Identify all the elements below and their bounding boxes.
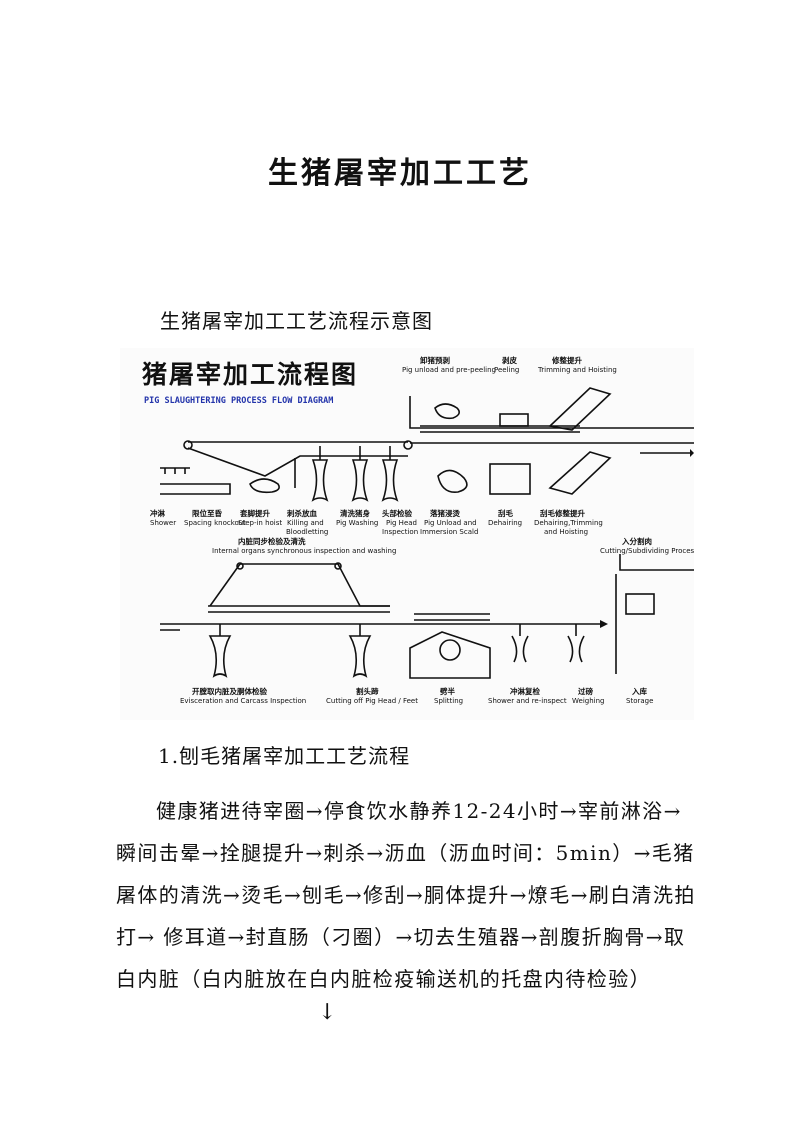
- exit-arrowhead: [690, 449, 694, 457]
- row2-top-label-cn-0: 内脏同步检验及清洗: [238, 536, 306, 546]
- top-label-cn-0: 卸猪预剥: [420, 355, 450, 365]
- row2-label-en-3: Shower and re-inspect: [488, 697, 567, 705]
- pulley-2: [403, 440, 413, 450]
- row1-label-en-7: Dehairing: [488, 519, 522, 527]
- split-carcass-2: [567, 624, 585, 663]
- row1-label-cn-4: 清洗猪身: [340, 508, 370, 518]
- row2-label-cn-3: 冲淋复检: [510, 686, 540, 696]
- row1-label-en-5: Pig Head: [386, 519, 417, 527]
- row2-label-cn-5: 入库: [631, 686, 647, 696]
- row1-label-en2-6: Immersion Scald: [420, 528, 478, 536]
- organ-conveyor-left: [209, 563, 241, 607]
- hanging-pig-1: [311, 446, 329, 502]
- conveyor-return-1: [187, 447, 408, 477]
- row1-label-en-4: Pig Washing: [336, 519, 378, 527]
- figure-caption: 生猪屠宰加工工艺流程示意图: [160, 309, 433, 333]
- organ-pulley-1: [236, 562, 244, 570]
- organ-tray-line: [208, 605, 390, 613]
- hoist-incline-top: [548, 387, 612, 431]
- row1-labels: 冲淋 Shower 限位至昏 Spacing knockout 套脚提升 Ste…: [150, 508, 603, 536]
- continuation-arrow: ↓: [318, 1000, 337, 1025]
- row1-label-en-0: Shower: [150, 519, 176, 527]
- hanging-carcass-2: [348, 624, 372, 678]
- row2-labels: 开膛取内脏及胴体检验 Evisceration and Carcass Insp…: [180, 686, 653, 705]
- row2-label-cn-1: 割头蹄: [356, 686, 379, 696]
- upper-rail: [409, 396, 694, 429]
- diagram-title-cn: 猪屠宰加工流程图: [142, 360, 358, 389]
- hanging-carcass-1: [208, 624, 232, 678]
- pig-carcass-top: [434, 403, 461, 420]
- row2-label-cn-0: 开膛取内脏及胴体检验: [192, 686, 267, 696]
- hanging-pig-2: [351, 446, 369, 502]
- top-label-cn-2: 修整提升: [551, 355, 582, 365]
- control-panel: [625, 593, 655, 615]
- row1-label-en-6: Pig Unload and: [424, 519, 477, 527]
- pig-scald: [437, 469, 468, 493]
- top-label-cn-1: 剥皮: [502, 355, 517, 365]
- page-title: 生猪屠宰加工工艺: [268, 156, 532, 191]
- row2-top-label-en-1: Cutting/Subdividing Process: [600, 547, 694, 555]
- process-flow-diagram: 猪屠宰加工流程图 PIG SLAUGHTERING PROCESS FLOW D…: [120, 348, 694, 720]
- row1-label-cn-6: 落猪浸烫: [430, 508, 460, 518]
- row2-label-en-0: Evisceration and Carcass Inspection: [180, 697, 306, 705]
- organ-conveyor: [240, 563, 390, 607]
- row1-label-cn-1: 限位至昏: [192, 508, 222, 518]
- split-carcass-1: [511, 624, 529, 663]
- cutting-entry: [619, 554, 694, 571]
- splitting-saw: [439, 639, 461, 661]
- dehair-machine: [489, 463, 531, 495]
- row1-label-en2-8: and Hoisting: [544, 528, 588, 536]
- row1-label-en-8: Dehairing,Trimming: [534, 519, 603, 527]
- row1-label-cn-2: 套脚提升: [240, 508, 270, 518]
- row1-label-en-1: Spacing knockout: [184, 519, 246, 527]
- splitting-machine: [409, 631, 491, 679]
- row1-label-cn-5: 头部检验: [382, 508, 412, 518]
- line-arrowhead: [600, 620, 608, 628]
- holding-pen: [160, 483, 231, 495]
- row2-top-label-cn-1: 入分割肉: [621, 536, 652, 546]
- hanging-pig-3: [381, 446, 399, 502]
- top-label-en-1: Peeling: [494, 366, 519, 374]
- row1-label-cn-8: 刮毛修整提升: [540, 508, 585, 518]
- top-label-en-2: Trimming and Hoisting: [537, 366, 617, 374]
- stunned-pig: [249, 478, 280, 494]
- row1-label-cn-0: 冲淋: [150, 508, 165, 518]
- organ-pulley-2: [334, 562, 342, 570]
- top-label-en-0: Pig unload and pre-peeling: [402, 366, 496, 374]
- process-paragraph: 健康猪进待宰圈→停食饮水静养12-24小时→宰前淋浴→瞬间击晕→拴腿提升→刺杀→…: [116, 799, 696, 991]
- row2-label-cn-2: 劈半: [440, 686, 455, 696]
- row2-label-en-4: Weighing: [572, 697, 604, 705]
- row2-label-en-5: Storage: [626, 697, 653, 705]
- section-heading: 1.刨毛猪屠宰加工工艺流程: [158, 744, 411, 768]
- row1-label-en2-3: Bloodletting: [286, 528, 328, 536]
- shower-heads: [160, 467, 190, 474]
- row2-top-label-en-0: Internal organs synchronous inspection a…: [212, 547, 396, 555]
- row2-label-cn-4: 过磅: [578, 686, 593, 696]
- row2-label-en-1: Cutting off Pig Head / Feet: [326, 697, 418, 705]
- row1-label-en-2: Step-in hoist: [238, 519, 282, 527]
- row1-label-en-3: Killing and: [287, 519, 324, 527]
- row1-label-en2-5: Inspection: [382, 528, 418, 536]
- diagram-title-en: PIG SLAUGHTERING PROCESS FLOW DIAGRAM: [144, 396, 333, 406]
- pulley-1: [183, 440, 193, 450]
- hoist-incline-mid: [548, 451, 612, 495]
- row1-label-cn-3: 刺杀放血: [286, 508, 317, 518]
- splitting-conveyor: [414, 613, 490, 621]
- row1-label-cn-7: 刮毛: [498, 508, 513, 518]
- peeling-machine: [499, 413, 529, 427]
- row2-label-en-2: Splitting: [434, 697, 463, 705]
